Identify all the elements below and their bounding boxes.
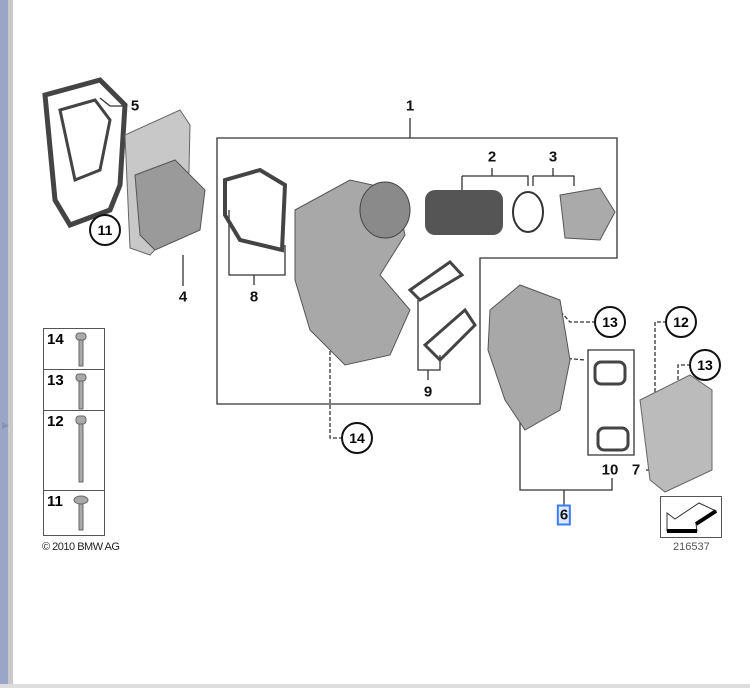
fastener-legend: 14 13 12 11 <box>43 328 105 536</box>
callout-9[interactable]: 9 <box>423 383 433 401</box>
legend-label: 11 <box>47 493 63 510</box>
orientation-arrow-icon <box>660 496 722 538</box>
legend-row[interactable]: 14 <box>44 329 104 370</box>
expand-panel-arrow-icon[interactable]: ▶ <box>2 420 9 430</box>
callout-11[interactable]: 11 <box>89 214 121 246</box>
legend-row[interactable]: 11 <box>44 491 104 537</box>
callout-1[interactable]: 1 <box>405 97 415 115</box>
callout-3[interactable]: 3 <box>548 148 558 166</box>
callout-13[interactable]: 13 <box>594 306 626 338</box>
callout-4[interactable]: 4 <box>178 288 188 306</box>
callout-10[interactable]: 10 <box>601 461 619 479</box>
callout-5[interactable]: 5 <box>130 97 140 115</box>
callout-7[interactable]: 7 <box>631 461 641 479</box>
callout-12[interactable]: 12 <box>665 306 697 338</box>
left-panel-strip <box>0 0 8 688</box>
legend-row[interactable]: 13 <box>44 370 104 411</box>
legend-label: 12 <box>47 413 64 430</box>
copyright: © 2010 BMW AG <box>42 541 120 553</box>
callout-8[interactable]: 8 <box>249 288 259 306</box>
legend-label: 13 <box>47 372 64 389</box>
callout-2[interactable]: 2 <box>487 148 497 166</box>
panel-resize-handle[interactable] <box>8 0 13 688</box>
legend-row[interactable]: 12 <box>44 411 104 491</box>
callout-13[interactable]: 13 <box>689 349 721 381</box>
callout-6-selected[interactable]: 6 <box>556 504 572 526</box>
image-number: 216537 <box>673 541 710 553</box>
callout-14[interactable]: 14 <box>341 422 373 454</box>
bottom-divider <box>0 684 750 688</box>
legend-label: 14 <box>47 331 64 348</box>
